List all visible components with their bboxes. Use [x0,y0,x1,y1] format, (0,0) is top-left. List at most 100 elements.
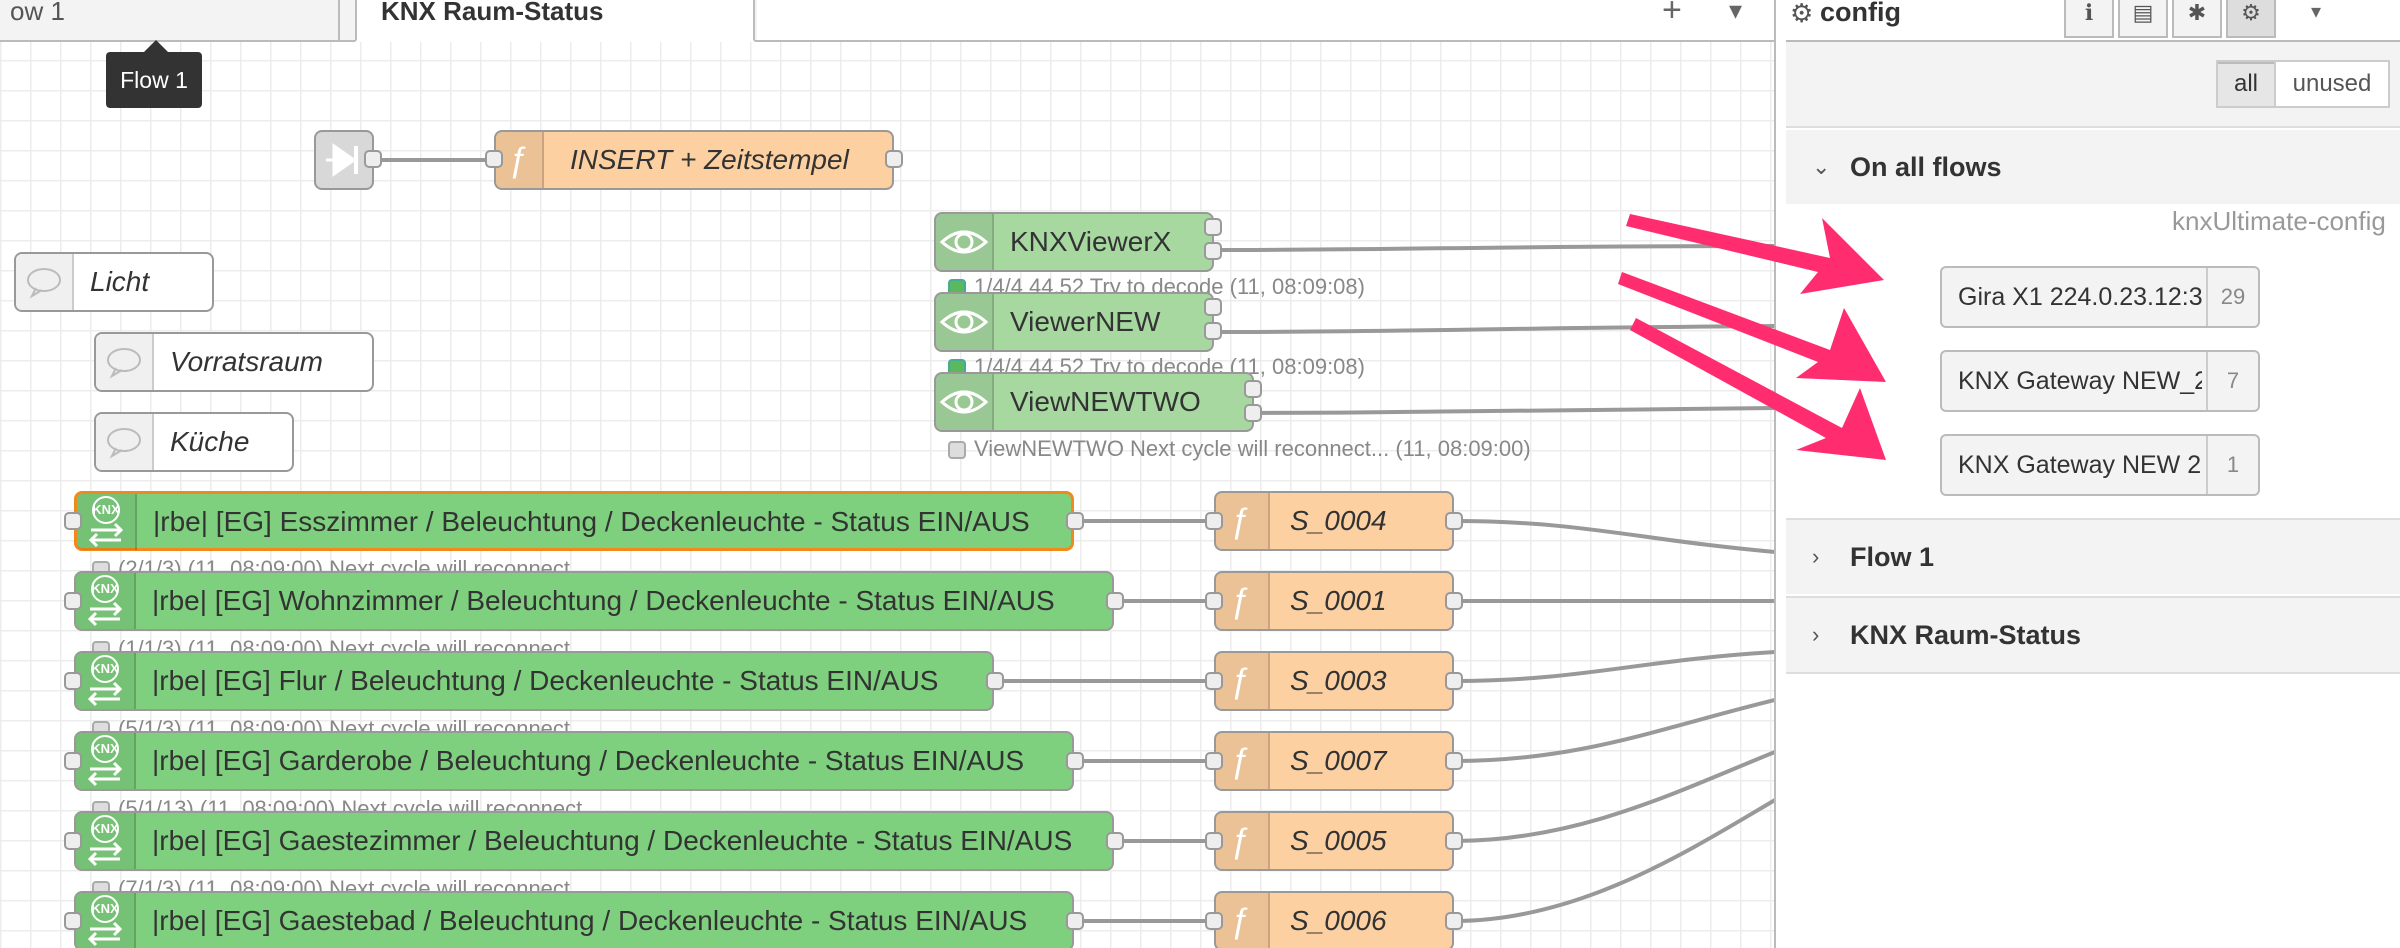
input-port[interactable] [1205,912,1223,930]
node-label: ViewerNEW [1010,306,1161,337]
output-port[interactable] [1244,404,1262,422]
svg-text:KNX: KNX [92,502,120,517]
output-port[interactable] [1445,752,1463,770]
knx-node-gaestebad[interactable]: KNX |rbe| [EG] Gaestebad / Beleuchtung /… [74,891,1074,948]
input-port[interactable] [64,912,82,930]
input-port[interactable] [64,832,82,850]
eye-icon [936,374,994,430]
help-tab[interactable]: ▤ [2118,0,2168,38]
output-port[interactable] [1445,672,1463,690]
config-tab[interactable]: ⚙ [2226,0,2276,38]
knx-icon: KNX [76,653,136,709]
input-port[interactable] [1205,752,1223,770]
knx-icon: KNX [76,813,136,869]
config-node-knx-gateway-new-1[interactable]: KNX Gateway NEW_2 7 [1940,350,2260,412]
node-label: S_0007 [1290,745,1387,776]
function-node-s0007[interactable]: ƒ S_0007 [1214,731,1454,791]
section-flow-1[interactable]: › Flow 1 [1786,520,2400,594]
comment-icon [96,334,154,390]
info-tab[interactable]: ℹ [2064,0,2114,38]
node-label: ViewNEWTWO [1010,386,1201,417]
function-node-s0004[interactable]: ƒ S_0004 [1214,491,1454,551]
tab-flow-1[interactable]: ow 1 [0,0,340,42]
input-port[interactable] [485,150,503,168]
section-divider [1786,596,2400,598]
output-port[interactable] [1066,512,1084,530]
wire-fn-4 [1453,698,1775,763]
viewer-node-knxviewerx[interactable]: KNXViewerX [934,212,1214,272]
comment-node-licht[interactable]: Licht [14,252,214,312]
chevron-down-icon: ⌄ [1812,154,1831,179]
viewer-node-viewernew[interactable]: ViewerNEW [934,292,1214,352]
node-label: S_0006 [1290,905,1387,936]
knx-node-gaestezimmer[interactable]: KNX |rbe| [EG] Gaestezimmer / Beleuchtun… [74,811,1114,871]
output-port[interactable] [364,150,382,168]
input-port[interactable] [1205,512,1223,530]
output-port[interactable] [1445,592,1463,610]
knx-node-wohnzimmer[interactable]: KNX |rbe| [EG] Wohnzimmer / Beleuchtung … [74,571,1114,631]
function-node-s0006[interactable]: ƒ S_0006 [1214,891,1454,948]
section-divider [1786,518,2400,520]
input-port[interactable] [64,512,82,530]
node-label: S_0001 [1290,585,1387,616]
sidebar-title: config [1820,0,1901,27]
debug-tab[interactable]: ✱ [2172,0,2222,38]
config-type-heading: knxUltimate-config [2172,206,2386,236]
status-dot [948,441,966,459]
filter-all-button[interactable]: all [2216,60,2276,108]
info-icon: ℹ [2084,0,2094,25]
filter-unused-button[interactable]: unused [2274,60,2390,108]
input-port[interactable] [64,752,82,770]
bug-icon: ✱ [2187,0,2207,25]
output-port[interactable] [885,150,903,168]
output-port[interactable] [1445,832,1463,850]
node-label: |rbe| [EG] Garderobe / Beleuchtung / Dec… [152,745,1025,776]
comment-node-kueche[interactable]: Küche [94,412,294,472]
function-node-s0005[interactable]: ƒ S_0005 [1214,811,1454,871]
inject-node[interactable] [314,130,374,190]
output-port[interactable] [986,672,1004,690]
input-port[interactable] [1205,832,1223,850]
output-port[interactable] [1204,242,1222,260]
function-node-insert[interactable]: ƒ INSERT + Zeitstempel [494,130,894,190]
eye-icon [936,214,994,270]
chevron-down-icon[interactable]: ▾ [1729,0,1743,25]
output-port[interactable] [1244,380,1262,398]
output-port[interactable] [1066,912,1084,930]
config-node-knx-gateway-new-2[interactable]: KNX Gateway NEW 2 1 [1940,434,2260,496]
svg-text:KNX: KNX [91,901,119,916]
viewer-node-viewnewtwo[interactable]: ViewNEWTWO [934,372,1254,432]
input-port[interactable] [1205,672,1223,690]
knx-node-garderobe[interactable]: KNX |rbe| [EG] Garderobe / Beleuchtung /… [74,731,1074,791]
knx-node-esszimmer[interactable]: KNX |rbe| [EG] Esszimmer / Beleuchtung /… [74,491,1074,551]
svg-text:KNX: KNX [91,661,119,676]
function-node-s0003[interactable]: ƒ S_0003 [1214,651,1454,711]
tab-knx-raum-status[interactable]: KNX Raum-Status [355,0,755,42]
output-port[interactable] [1204,218,1222,236]
wire-fn-1 [1453,519,1775,554]
output-port[interactable] [1204,298,1222,316]
function-icon: ƒ [496,132,544,188]
function-node-s0001[interactable]: ƒ S_0001 [1214,571,1454,631]
node-label: |rbe| [EG] Wohnzimmer / Beleuchtung / De… [152,585,1055,616]
add-flow-icon[interactable]: + [1662,0,1682,29]
output-port[interactable] [1106,832,1124,850]
output-port[interactable] [1204,322,1222,340]
output-port[interactable] [1445,912,1463,930]
config-node-gira-x1[interactable]: Gira X1 224.0.23.12:3671 29 [1940,266,2260,328]
section-knx-raum-status[interactable]: › KNX Raum-Status [1786,598,2400,672]
comment-node-vorratsraum[interactable]: Vorratsraum [94,332,374,392]
flow-workspace[interactable]: ow 1 KNX Raum-Status + ▾ Flow 1 ƒ INSERT… [0,0,1775,948]
input-port[interactable] [64,592,82,610]
book-icon: ▤ [2132,0,2154,25]
output-port[interactable] [1445,512,1463,530]
knx-node-flur[interactable]: KNX |rbe| [EG] Flur / Beleuchtung / Deck… [74,651,994,711]
output-port[interactable] [1106,592,1124,610]
sidebar-resize-handle[interactable] [1774,0,1776,948]
config-filter-bar: all unused [1786,42,2400,128]
output-port[interactable] [1066,752,1084,770]
sidebar-menu-button[interactable]: ▾ [2286,0,2346,38]
section-on-all-flows[interactable]: ⌄ On all flows [1786,130,2400,204]
input-port[interactable] [64,672,82,690]
input-port[interactable] [1205,592,1223,610]
